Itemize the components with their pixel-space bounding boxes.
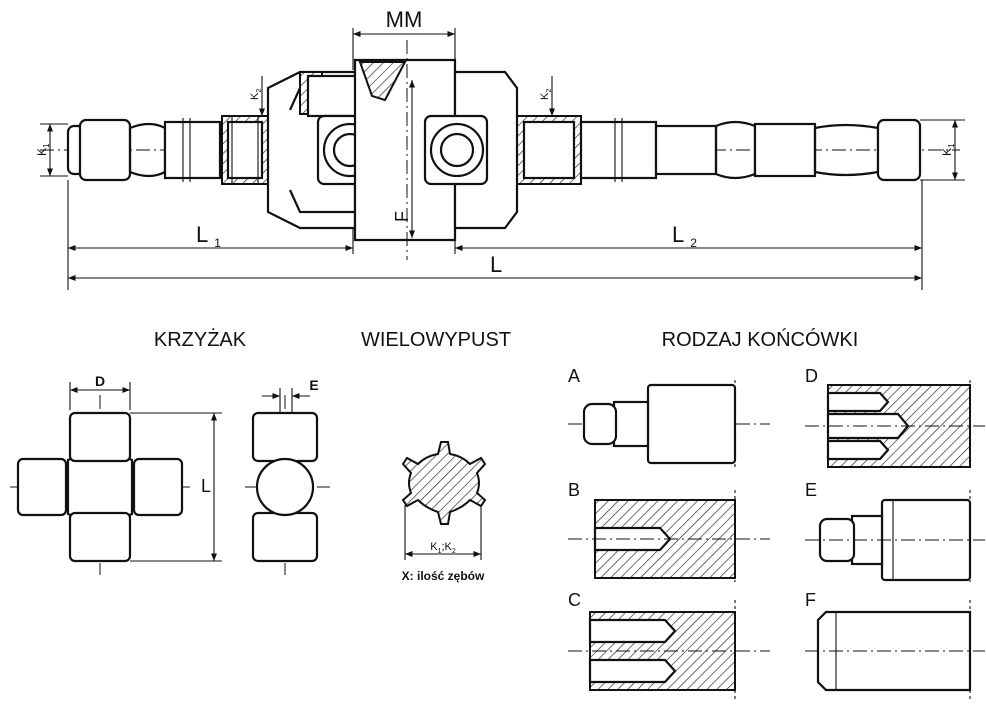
cross-e-label: E: [309, 377, 318, 393]
right-yoke: [423, 70, 519, 230]
spline-view: K1;K2 X: ilość zębów: [401, 441, 487, 583]
k1-left-label: K1: [35, 143, 51, 156]
f-label: F: [392, 211, 412, 222]
spline-k-label: K1;K2: [430, 541, 456, 555]
end-type-d: D: [805, 366, 985, 470]
spline-note: X: ilość zębów: [402, 569, 485, 583]
end-type-f: F: [805, 590, 985, 700]
spline-gear: [401, 441, 487, 525]
left-shaft: [66, 115, 269, 185]
cross-front-view: D L: [10, 373, 222, 575]
k1-right-label: K1: [940, 143, 956, 156]
cross-d-label: D: [95, 373, 105, 389]
l-label: L: [490, 252, 502, 277]
cross-l-label: L: [201, 476, 211, 496]
end-type-a: A: [568, 366, 770, 470]
ends-title: RODZAJ KOŃCÓWKI: [662, 328, 859, 351]
k2-right-label: K2: [539, 89, 553, 100]
k2-left-label: K2: [249, 89, 263, 100]
end-type-c-label: C: [568, 590, 581, 610]
end-type-c: C: [568, 590, 770, 700]
right-shaft: [516, 115, 922, 185]
cross-title: KRZYŻAK: [154, 328, 247, 351]
end-type-d-label: D: [805, 366, 818, 386]
spline-title: WIELOWYPUST: [361, 329, 511, 351]
mm-label: MM: [386, 7, 423, 32]
end-type-b: B: [568, 480, 770, 582]
end-type-f-label: F: [805, 590, 816, 610]
end-type-e-label: E: [805, 480, 817, 500]
end-type-b-label: B: [568, 480, 580, 500]
end-type-e: E: [805, 480, 985, 582]
end-type-a-label: A: [568, 366, 580, 386]
cross-side-view: E: [245, 377, 330, 575]
